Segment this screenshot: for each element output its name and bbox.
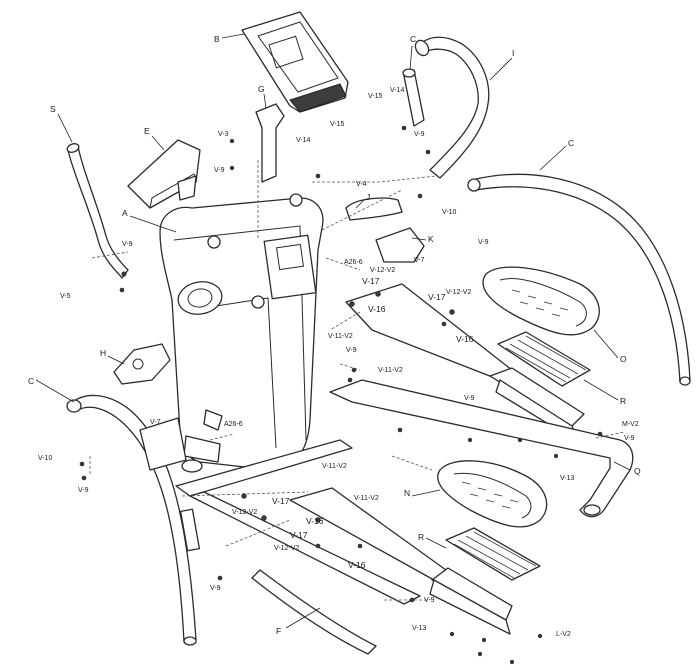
- label-v7-b: V-7: [150, 419, 161, 426]
- label-v9-d: V-9: [122, 241, 133, 248]
- label-v9-i: V-9: [210, 585, 221, 592]
- label-cover-k: K: [428, 234, 434, 244]
- label-v11-v2-d: V-11-V2: [354, 495, 379, 502]
- cover-part-j: [345, 197, 403, 221]
- label-v12-v2-c: V-12-V2: [232, 509, 257, 516]
- label-v3: V-3: [218, 131, 229, 138]
- label-v9-j: V-9: [424, 597, 435, 604]
- part-labels: B S E A G I C C J K O R H C Q N R F A26-…: [28, 34, 641, 638]
- label-v16-b: V-16: [456, 334, 474, 344]
- label-pad-r-lower: R: [418, 532, 424, 542]
- label-v9-b: V-9: [414, 131, 425, 138]
- label-v9-g: V-9: [624, 435, 635, 442]
- label-a26-upper: A26-6: [344, 259, 363, 266]
- label-pedal-o: O: [620, 354, 627, 364]
- label-v9-c: V-9: [478, 239, 489, 246]
- label-v15-a: V-15: [368, 93, 383, 100]
- assembly-guide-lines: [89, 160, 625, 601]
- main-frame-part-a: [159, 193, 324, 471]
- label-base-f: F: [276, 626, 281, 636]
- arm-part-i: [414, 36, 490, 179]
- label-v7-a: V-7: [414, 257, 425, 264]
- cover-part-h: [113, 343, 171, 385]
- upright-part-g: [255, 103, 285, 183]
- console-part-b: [241, 11, 349, 113]
- label-v14-b: V-14: [296, 137, 311, 144]
- label-v12-v2-d: V-12-V2: [274, 545, 299, 552]
- label-v12-v2-b: V-12-V2: [446, 289, 471, 296]
- label-v11-v2-c: V-11-V2: [322, 463, 347, 470]
- label-bracket-e: E: [144, 126, 150, 136]
- label-v17-c: V-17: [272, 496, 290, 506]
- label-arm-c-right: C: [568, 138, 574, 148]
- label-v17-d: V-17: [290, 530, 308, 540]
- label-v12-v2-a: V-12-V2: [370, 267, 395, 274]
- label-upright-g: G: [258, 84, 265, 94]
- label-v9-e: V-9: [346, 347, 357, 354]
- pedal-part-o: [482, 266, 600, 336]
- pad-part-r-upper: [497, 331, 591, 387]
- cover-part-k: [375, 227, 425, 263]
- label-cover-j: J: [366, 192, 370, 202]
- label-arm-i: I: [512, 48, 514, 58]
- pedal-arm-lower: [289, 487, 513, 635]
- rail-part-q: [329, 379, 634, 518]
- base-foot-left: [139, 417, 203, 473]
- label-a26-lower: A26-6: [224, 421, 243, 428]
- label-v16-c: V-16: [306, 516, 324, 526]
- label-arm-c-left: C: [28, 376, 34, 386]
- label-v9-h: V-9: [78, 487, 89, 494]
- label-arm-c-top: C: [410, 34, 416, 44]
- pad-part-r-lower: [445, 527, 541, 581]
- label-cover-h: H: [100, 348, 106, 358]
- hardware-fasteners: [79, 125, 603, 665]
- label-v17-a: V-17: [362, 276, 380, 286]
- label-v9-a: V-9: [214, 167, 225, 174]
- base-rail-part-f: [175, 439, 421, 655]
- label-v4: V-4: [356, 181, 367, 188]
- label-v5: V-5: [60, 293, 71, 300]
- label-v10-a: V-10: [442, 209, 457, 216]
- label-v11-v2-b: V-11-V2: [378, 367, 403, 374]
- label-pedal-n: N: [404, 488, 410, 498]
- label-v13-a: V-13: [560, 475, 575, 482]
- bracket-part-e: [127, 139, 201, 209]
- label-pad-r-upper: R: [620, 396, 626, 406]
- label-v14-a: V-14: [390, 87, 405, 94]
- leader-lines: [35, 33, 631, 629]
- label-v9-f: V-9: [464, 395, 475, 402]
- label-handle-s: S: [50, 104, 56, 114]
- arm-part-c-right: [467, 173, 691, 386]
- label-v16-a: V-16: [368, 304, 386, 314]
- label-v13-b: V-13: [412, 625, 427, 632]
- handlebar-part-s: [66, 143, 129, 279]
- arm-part-c-left: [66, 394, 197, 646]
- label-frame-a: A: [122, 208, 128, 218]
- arm-part-c-top: [402, 68, 425, 127]
- label-v11-v2-a: V-11-V2: [328, 333, 353, 340]
- label-console-b: B: [214, 34, 220, 44]
- label-v15-b: V-15: [330, 121, 345, 128]
- label-rail-q: Q: [634, 466, 641, 476]
- label-l-v2: L-V2: [556, 631, 571, 638]
- pedal-part-n: [437, 460, 548, 528]
- label-v10-b: V-10: [38, 455, 53, 462]
- label-m-v2: M-V2: [622, 421, 639, 428]
- label-v16-d: V-16: [348, 560, 366, 570]
- label-v17-b: V-17: [428, 292, 446, 302]
